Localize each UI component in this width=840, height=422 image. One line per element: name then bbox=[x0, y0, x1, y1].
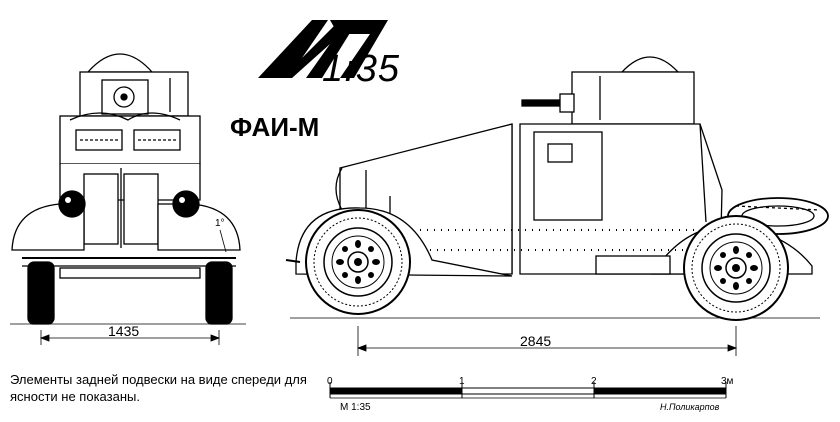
scale-tick-label: 3м bbox=[721, 376, 734, 387]
front-wheel-icon bbox=[305, 209, 411, 315]
scale-tick-label: 2 bbox=[591, 376, 597, 387]
scale-tick-label: 0 bbox=[327, 376, 333, 387]
scale-tick-label: 1 bbox=[459, 376, 465, 387]
model-name: ФАИ-М bbox=[230, 112, 320, 142]
author-credit: Н.Поликарпов bbox=[660, 402, 720, 412]
scale-label: М 1:35 bbox=[340, 402, 371, 413]
rear-wheel-icon bbox=[683, 215, 789, 321]
wheelbase-value: 2845 bbox=[520, 333, 552, 349]
scale-bar bbox=[329, 382, 727, 399]
front-view-drawing bbox=[10, 53, 246, 325]
front-track-dimension-line bbox=[39, 330, 221, 345]
angle-mark: 1° bbox=[215, 218, 225, 229]
scale-logo-text: 1:35 bbox=[322, 48, 400, 90]
drawing-note: Элементы задней подвески на виде спереди… bbox=[10, 372, 307, 404]
m-logo-icon bbox=[258, 20, 388, 78]
wheelbase-dimension-line bbox=[356, 326, 738, 356]
front-track-value: 1435 bbox=[108, 323, 140, 339]
